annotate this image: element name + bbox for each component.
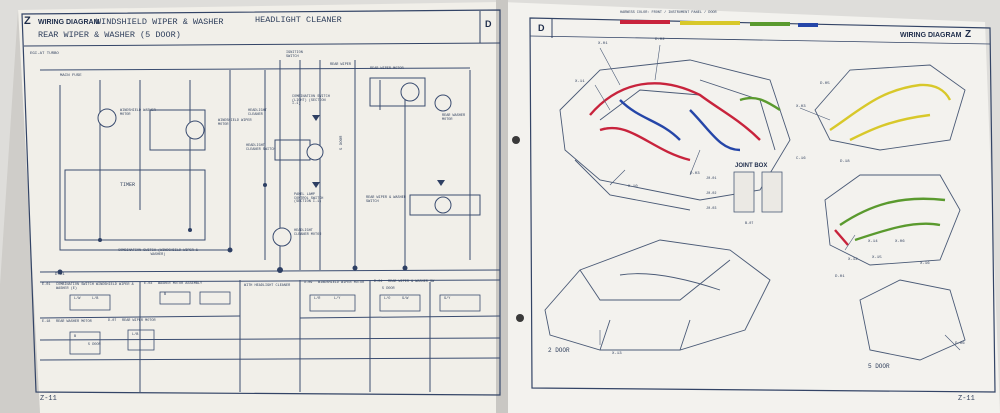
conn-ref-1: E-03 — [144, 282, 153, 286]
timer-label: TIMER — [120, 182, 136, 188]
ref-16: X-15 — [872, 256, 882, 260]
conn-name-0: COMBINATION SWITCH WINDSHIELD WIPER & WA… — [56, 283, 134, 291]
pin-code-9: L/B — [132, 333, 139, 337]
left-section-letter: Z — [24, 15, 31, 27]
right-section-letter: Z — [965, 29, 972, 40]
left-header-title: WIRING DIAGRAM — [38, 19, 100, 26]
rear-wiper-label: REAR WIPER — [330, 63, 352, 67]
pin-code-6: G/W — [402, 297, 409, 301]
car-right-outline — [814, 64, 966, 361]
binder-hole-lower — [516, 314, 524, 322]
headlight-cleaner-label: HEADLIGHT CLEANER — [248, 109, 267, 117]
combination-switch-label: COMBINATION SWITCH (WINDSHIELD WIPER & W… — [118, 249, 198, 257]
ref-7: J0-03 — [706, 207, 717, 211]
ref-6: J0-02 — [706, 192, 717, 196]
windshield-washer-motor-label: WINDSHIELD WASHER MOTOR — [120, 109, 156, 117]
ref-0: X-01 — [598, 42, 608, 46]
ref-1: D-02 — [655, 38, 665, 42]
panel-lamp-control-label: PANEL LAMP CONTROL SWITCH (SECTION I-1) — [294, 193, 324, 204]
ref-15: X-12 — [848, 258, 858, 262]
conn-ref-5: E-18 — [42, 320, 51, 324]
ref-9: X-13 — [612, 352, 622, 356]
ref-12: D-18 — [840, 160, 850, 164]
pin-code-7: G/Y — [444, 297, 451, 301]
ref-5: J0-01 — [706, 177, 717, 181]
ref-20: X-16 — [920, 262, 930, 266]
conn-name-1: WASHER MOTOR ASSEMBLY — [158, 282, 203, 286]
harness-rear — [829, 83, 952, 246]
right-frame — [529, 17, 996, 393]
pin-code-5: L/O — [384, 297, 391, 301]
two-door-label: 2 DOOR — [548, 347, 570, 354]
windshield-wiper-motor-label: WINDSHIELD WIPER MOTOR — [218, 119, 252, 127]
right-five-door-label: 5 DOOR — [868, 363, 890, 370]
right-header-title: WIRING DIAGRAM — [900, 32, 962, 39]
pin-code-3: L/R — [314, 297, 321, 301]
left-page-sheet — [18, 2, 500, 413]
pin-code-4: L/Y — [334, 297, 341, 301]
left-frame — [21, 9, 501, 396]
ref-18: D-06 — [955, 342, 965, 346]
combination-switch-light-label: COMBINATION SWITCH (LIGHT) (SECTION I-1) — [292, 95, 330, 106]
ref-17: D-01 — [835, 275, 845, 279]
right-page-number: Z-11 — [958, 395, 975, 403]
schematic-lines — [39, 60, 501, 392]
ref-11: X-03 — [796, 105, 806, 109]
ref-13: X-14 — [868, 240, 878, 244]
conn-name-5: REAR WASHER MOTOR — [56, 320, 92, 324]
pin-code-8: B — [74, 335, 77, 339]
left-page-number: Z-11 — [40, 395, 57, 403]
junction-dots — [57, 183, 408, 275]
rear-wiper-motor-label: REAR WIPER MOTOR — [370, 67, 404, 71]
right-corner-tab: D — [538, 23, 545, 33]
motor-symbols — [97, 82, 452, 247]
rear-washer-motor-label: REAR WASHER MOTOR — [442, 114, 466, 122]
car-bottom-outline — [544, 239, 771, 351]
ground-triangles — [312, 115, 445, 188]
ground-label: D-01 — [55, 273, 65, 277]
conn-name-4: REAR WIPER & WASHER SW — [388, 280, 435, 284]
ref-3: D-03 — [690, 172, 700, 176]
conn-name-3: WINDSHIELD WIPER MOTOR — [318, 281, 365, 285]
conn-ref-0: E-01 — [42, 283, 51, 287]
ref-4: X-10 — [628, 185, 638, 189]
pin-code-2: B — [164, 293, 167, 297]
joint-box-art — [733, 171, 783, 213]
conn-name-2: WITH HEADLIGHT CLEANER — [244, 284, 291, 288]
harness-front — [589, 82, 781, 162]
pin-code-1: L/B — [92, 297, 99, 301]
pin-code-0: L/W — [74, 297, 81, 301]
ignition-switch-label: IGNITION SWITCH — [286, 51, 303, 59]
left-header-line1: WINDSHIELD WIPER & WASHER — [96, 17, 224, 27]
joint-box-label: JOINT BOX — [735, 163, 768, 169]
conn-ref-6: D-07 — [108, 319, 117, 323]
headlight-cleaner-motor-label: HEADLIGHT CLEANER MOTOR — [294, 229, 322, 237]
main-fuse-label: MAIN FUSE — [60, 74, 82, 78]
turbo-label: EGI-AT TURBO — [30, 52, 59, 56]
ref-14: X-06 — [895, 240, 905, 244]
left-header-line2: REAR WIPER & WASHER (5 DOOR) — [38, 30, 181, 40]
connector-boxes — [69, 291, 481, 355]
rear-wiper-washer-switch-label: REAR WIPER & WASHER SWITCH — [366, 196, 406, 204]
ref-8: B-07 — [745, 222, 754, 226]
conn-name-6: REAR WIPER MOTOR — [122, 319, 156, 323]
ref-10: D-05 — [820, 82, 830, 86]
conn-ref-4: D-04 — [374, 280, 383, 284]
headlight-cleaner-switch-label: HEADLIGHT CLEANER SWITCH — [246, 144, 276, 152]
bottom-five-door-0: 5 DOOR — [382, 287, 395, 291]
binder-hole-upper — [512, 136, 520, 144]
five-door-vertical-label: 5 DOOR — [340, 135, 344, 150]
left-header-line1b: HEADLIGHT CLEANER — [255, 15, 342, 25]
bottom-five-door-1: 5 DOOR — [88, 343, 101, 347]
callout-lines — [594, 44, 961, 351]
conn-ref-3: X-09 — [304, 281, 313, 285]
ref-19: C-16 — [796, 157, 806, 161]
ref-2: X-11 — [575, 80, 585, 84]
left-corner-tab: D — [485, 19, 492, 29]
harness-color-legend: HARNESS COLOR: FRONT / INSTRUMENT PANEL … — [620, 11, 717, 15]
